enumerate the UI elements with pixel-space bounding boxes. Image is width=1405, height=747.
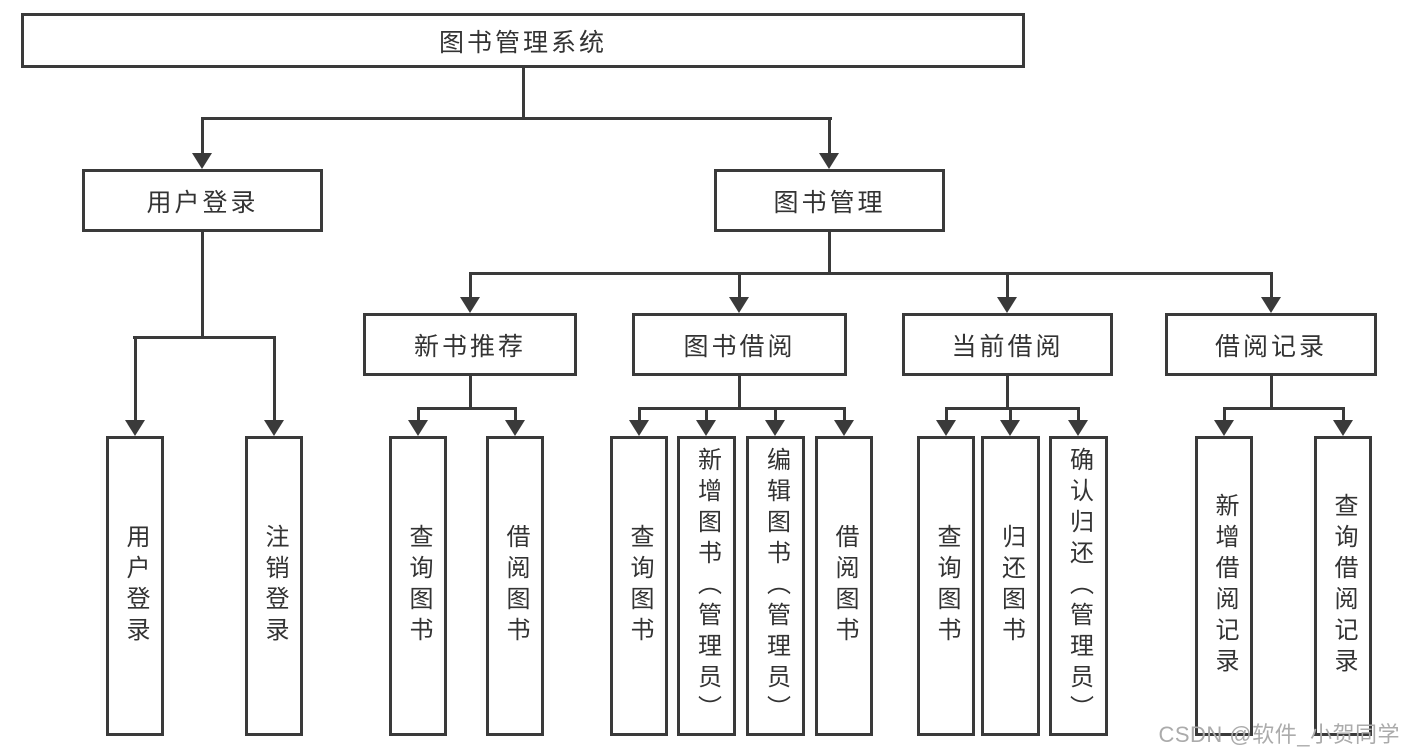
leaf-logout: 注销登录 xyxy=(245,436,303,736)
leaf-borrow-books: 借阅图书 xyxy=(815,436,873,736)
leaf-query-books-current: 查询图书 xyxy=(917,436,975,736)
arrow-down-icon xyxy=(819,153,839,169)
arrow-down-icon xyxy=(1000,420,1020,436)
leaf-query-borrow-record: 查询借阅记录 xyxy=(1314,436,1372,736)
connector-line xyxy=(469,376,472,410)
arrow-down-icon xyxy=(505,420,525,436)
leaf-confirm-return-admin: 确认归还（管理员） xyxy=(1049,436,1108,736)
leaf-edit-book-admin: 编辑图书（管理员） xyxy=(746,436,805,736)
leaf-borrow-books-label: 借阅图书 xyxy=(831,524,858,648)
leaf-query-borrow-record-label: 查询借阅记录 xyxy=(1330,493,1357,679)
arrow-down-icon xyxy=(834,420,854,436)
node-root-label: 图书管理系统 xyxy=(438,28,607,57)
arrow-down-icon xyxy=(264,420,284,436)
connector-line xyxy=(828,117,831,155)
arrow-down-icon xyxy=(1068,420,1088,436)
connector-line xyxy=(417,407,517,410)
leaf-borrow-books-recommend-label: 借阅图书 xyxy=(502,524,529,648)
leaf-add-borrow-record: 新增借阅记录 xyxy=(1195,436,1253,736)
node-book-management-label: 图书管理 xyxy=(773,188,886,217)
node-user-login: 用户登录 xyxy=(82,169,323,232)
leaf-return-books: 归还图书 xyxy=(981,436,1040,736)
node-current-borrowing: 当前借阅 xyxy=(902,313,1113,376)
connector-line xyxy=(945,407,1080,410)
connector-line xyxy=(1270,376,1273,410)
watermark: CSDN @软件_小贺同学 xyxy=(1158,722,1400,747)
leaf-add-borrow-record-label: 新增借阅记录 xyxy=(1211,493,1238,679)
connector-line xyxy=(1223,407,1345,410)
leaf-query-books-current-label: 查询图书 xyxy=(933,524,960,648)
connector-line xyxy=(1077,407,1080,423)
leaf-return-books-label: 归还图书 xyxy=(997,524,1025,648)
connector-line xyxy=(522,68,525,120)
arrow-down-icon xyxy=(1214,420,1234,436)
connector-line xyxy=(774,407,777,423)
node-borrowing-records: 借阅记录 xyxy=(1165,313,1377,376)
leaf-user-login-label: 用户登录 xyxy=(122,524,149,648)
connector-line xyxy=(1006,376,1009,410)
connector-line xyxy=(1342,407,1345,423)
connector-line xyxy=(638,407,846,410)
arrow-down-icon xyxy=(1261,297,1281,313)
node-new-book-recommendation-label: 新书推荐 xyxy=(413,332,526,361)
connector-line xyxy=(638,407,641,423)
arrow-down-icon xyxy=(192,153,212,169)
leaf-confirm-return-admin-label: 确认归还（管理员） xyxy=(1065,446,1093,726)
node-root: 图书管理系统 xyxy=(21,13,1025,68)
connector-line xyxy=(134,336,137,422)
connector-line xyxy=(843,407,846,423)
connector-line xyxy=(514,407,517,423)
leaf-edit-book-admin-label: 编辑图书（管理员） xyxy=(762,446,790,726)
leaf-query-books-borrow-label: 查询图书 xyxy=(626,524,653,648)
node-borrowing-records-label: 借阅记录 xyxy=(1214,332,1327,361)
arrow-down-icon xyxy=(460,297,480,313)
connector-line xyxy=(417,407,420,423)
leaf-logout-label: 注销登录 xyxy=(261,524,288,648)
connector-line xyxy=(1223,407,1226,423)
leaf-query-books-recommend: 查询图书 xyxy=(389,436,447,736)
arrow-down-icon xyxy=(696,420,716,436)
connector-line xyxy=(1270,272,1273,300)
connector-line xyxy=(273,336,276,422)
node-current-borrowing-label: 当前借阅 xyxy=(951,332,1064,361)
arrow-down-icon xyxy=(765,420,785,436)
arrow-down-icon xyxy=(408,420,428,436)
arrow-down-icon xyxy=(125,420,145,436)
node-book-management: 图书管理 xyxy=(714,169,945,232)
connector-line xyxy=(201,232,204,339)
connector-line xyxy=(469,272,472,300)
leaf-query-books-borrow: 查询图书 xyxy=(610,436,668,736)
connector-line xyxy=(201,117,832,120)
node-new-book-recommendation: 新书推荐 xyxy=(363,313,577,376)
connector-line xyxy=(133,336,276,339)
arrow-down-icon xyxy=(936,420,956,436)
connector-line xyxy=(469,272,1272,275)
connector-line xyxy=(738,376,741,410)
node-book-borrowing: 图书借阅 xyxy=(632,313,847,376)
arrow-down-icon xyxy=(629,420,649,436)
connector-line xyxy=(828,232,831,275)
leaf-add-book-admin-label: 新增图书（管理员） xyxy=(693,446,721,726)
connector-line xyxy=(738,272,741,300)
connector-line xyxy=(1006,272,1009,300)
arrow-down-icon xyxy=(1333,420,1353,436)
arrow-down-icon xyxy=(729,297,749,313)
node-user-login-label: 用户登录 xyxy=(146,188,259,217)
leaf-user-login: 用户登录 xyxy=(106,436,164,736)
connector-line xyxy=(945,407,948,423)
arrow-down-icon xyxy=(997,297,1017,313)
connector-line xyxy=(705,407,708,423)
leaf-borrow-books-recommend: 借阅图书 xyxy=(486,436,544,736)
connector-line xyxy=(1009,407,1012,423)
leaf-query-books-recommend-label: 查询图书 xyxy=(405,524,432,648)
leaf-add-book-admin: 新增图书（管理员） xyxy=(677,436,736,736)
node-book-borrowing-label: 图书借阅 xyxy=(683,332,796,361)
connector-line xyxy=(201,117,204,155)
